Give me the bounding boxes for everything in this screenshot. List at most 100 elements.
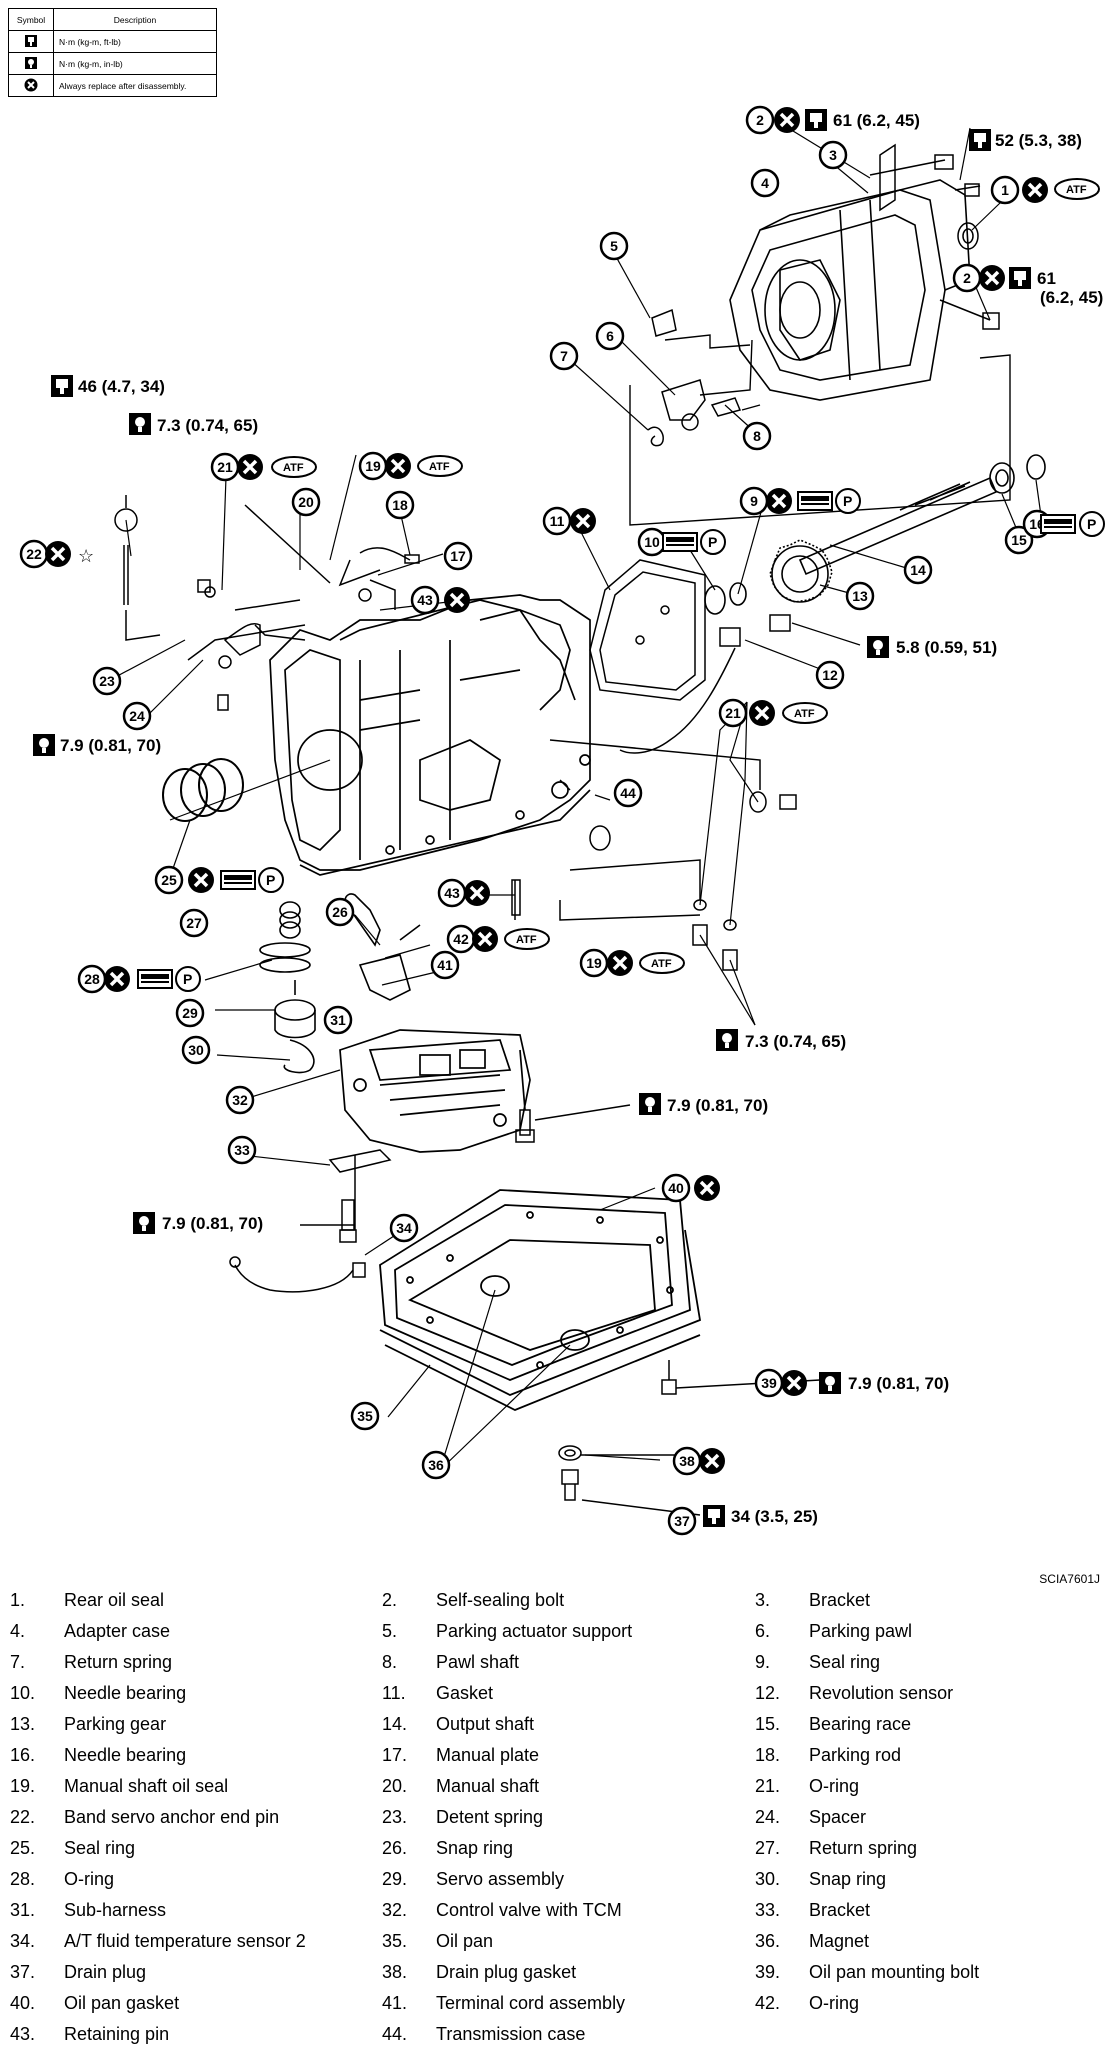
part-callout-18: 18 bbox=[385, 490, 415, 520]
part-name: Return spring bbox=[64, 1652, 173, 1672]
part-list-item: 42.O-ring bbox=[755, 1993, 859, 2014]
part-number: 36. bbox=[755, 1931, 781, 1951]
svg-text:15: 15 bbox=[1011, 532, 1027, 548]
part-number: 12. bbox=[755, 1683, 781, 1703]
part-callout-39: 39 bbox=[754, 1368, 784, 1398]
part-name: Transmission case bbox=[436, 2024, 586, 2044]
svg-text:36: 36 bbox=[428, 1457, 444, 1473]
replace-x-icon bbox=[43, 539, 73, 569]
part-list-item: 44. Transmission case bbox=[382, 2024, 585, 2045]
part-name: Band servo anchor end pin bbox=[64, 1807, 280, 1827]
part-list-item: 13.Parking gear bbox=[10, 1714, 166, 1735]
part-list-item: 6.Parking pawl bbox=[755, 1621, 912, 1642]
svg-text:17: 17 bbox=[450, 548, 466, 564]
part-callout-43: 43 bbox=[410, 585, 440, 615]
part-number: 14. bbox=[382, 1714, 408, 1734]
part-name: Adapter case bbox=[64, 1621, 171, 1641]
part-callout-38: 38 bbox=[672, 1446, 702, 1476]
part-list-item: 40.Oil pan gasket bbox=[10, 1993, 179, 2014]
gasket-drawing bbox=[589, 559, 706, 701]
torque-value-7-3b: 7.3 (0.74, 65) bbox=[745, 1032, 846, 1051]
part-name: Revolution sensor bbox=[809, 1683, 954, 1703]
svg-text:7: 7 bbox=[560, 348, 568, 364]
part-number: 44. bbox=[382, 2024, 408, 2044]
part-callout-21: 21 bbox=[210, 452, 240, 482]
svg-text:10: 10 bbox=[644, 534, 660, 550]
torque-wrench-ftlb-icon bbox=[51, 375, 73, 397]
part-number: 26. bbox=[382, 1838, 408, 1858]
part-number: 37. bbox=[10, 1962, 36, 1982]
part-name: Bracket bbox=[809, 1900, 871, 1920]
part-list-item: 9. Seal ring bbox=[755, 1652, 880, 1673]
part-number: 23. bbox=[382, 1807, 408, 1827]
part-number: 40. bbox=[10, 1993, 36, 2013]
part-number: 27. bbox=[755, 1838, 781, 1858]
part-number: 13. bbox=[10, 1714, 36, 1734]
part-name: Rear oil seal bbox=[64, 1590, 165, 1610]
part-list-item: 43.Retaining pin bbox=[10, 2024, 169, 2045]
part-list-item: 11.Gasket bbox=[382, 1683, 493, 1704]
svg-text:19: 19 bbox=[365, 458, 381, 474]
replace-x-icon bbox=[442, 585, 472, 615]
part-number: 39. bbox=[755, 1962, 781, 1982]
part-number: 17. bbox=[382, 1745, 408, 1765]
part-name: Bracket bbox=[809, 1590, 871, 1610]
part-callout-13: 13 bbox=[845, 581, 875, 611]
svg-text:12: 12 bbox=[822, 667, 838, 683]
part-number: 21. bbox=[755, 1776, 781, 1796]
petroleum-jelly-text: P bbox=[183, 971, 192, 987]
part-number: 9. bbox=[755, 1652, 771, 1672]
oil-pan-drawing bbox=[379, 1189, 702, 1411]
part-name: O-ring bbox=[64, 1869, 115, 1889]
part-callout-1: 1 bbox=[990, 175, 1020, 205]
part-name: Needle bearing bbox=[64, 1745, 187, 1765]
part-number: 34. bbox=[10, 1931, 36, 1951]
exploded-diagram: 2341256789101112131415161718192021222324… bbox=[19, 105, 1105, 1536]
svg-text:23: 23 bbox=[99, 673, 115, 689]
replace-x-icon bbox=[470, 924, 500, 954]
grease-icon bbox=[1040, 514, 1076, 534]
part-callout-41: 41 bbox=[430, 950, 460, 980]
part-name: Spacer bbox=[809, 1807, 867, 1827]
petroleum-jelly-text: P bbox=[843, 493, 852, 509]
torque-wrench-ftlb-icon bbox=[1009, 267, 1031, 289]
part-callout-36: 36 bbox=[421, 1450, 451, 1480]
torque-value-7-3a: 7.3 (0.74, 65) bbox=[157, 416, 258, 435]
part-number: 15. bbox=[755, 1714, 781, 1734]
svg-text:21: 21 bbox=[725, 705, 741, 721]
part-number: 28. bbox=[10, 1869, 36, 1889]
svg-text:35: 35 bbox=[357, 1408, 373, 1424]
star-icon: ☆ bbox=[78, 546, 94, 566]
part-list-item: 27.Return spring bbox=[755, 1838, 917, 1859]
part-name: Snap ring bbox=[436, 1838, 514, 1858]
part-callout-23: 23 bbox=[92, 666, 122, 696]
part-callout-30: 30 bbox=[181, 1035, 211, 1065]
svg-text:34: 34 bbox=[396, 1220, 412, 1236]
part-callout-22: 22 bbox=[19, 539, 49, 569]
part-number: 10. bbox=[10, 1683, 36, 1703]
torque-value-7-9d: 7.9 (0.81, 70) bbox=[848, 1374, 949, 1393]
part-list-item: 8.Pawl shaft bbox=[382, 1652, 519, 1673]
svg-text:27: 27 bbox=[186, 915, 202, 931]
torque-value-34: 34 (3.5, 25) bbox=[731, 1507, 818, 1526]
part-name: Seal ring bbox=[809, 1652, 881, 1672]
part-name: O-ring bbox=[809, 1993, 860, 2013]
servo-drawings bbox=[259, 893, 421, 1074]
part-list-item: 4.Adapter case bbox=[10, 1621, 170, 1642]
torque-annotations: 61 (6.2, 45) 52 (5.3, 38) ATF 61 (6.2, 4… bbox=[33, 105, 1105, 1527]
grease-icon bbox=[137, 969, 173, 989]
part-list-item: 3.Bracket bbox=[755, 1590, 870, 1611]
replace-x-icon bbox=[977, 263, 1007, 293]
petroleum-jelly-text: P bbox=[266, 872, 275, 888]
part-callout-4: 4 bbox=[750, 168, 780, 198]
part-name: Pawl shaft bbox=[436, 1652, 520, 1672]
part-callout-28: 28 bbox=[77, 964, 107, 994]
figure-id: SCIA7601J bbox=[1039, 1572, 1100, 1586]
part-list-item: 10.Needle bearing bbox=[10, 1683, 186, 1704]
grease-icon bbox=[662, 532, 698, 552]
replace-x-icon bbox=[383, 451, 413, 481]
part-callout-14: 14 bbox=[903, 555, 933, 585]
part-callout-21: 21 bbox=[718, 698, 748, 728]
svg-text:11: 11 bbox=[550, 513, 565, 529]
torque-value-bolt-52: 52 (5.3, 38) bbox=[995, 131, 1082, 150]
